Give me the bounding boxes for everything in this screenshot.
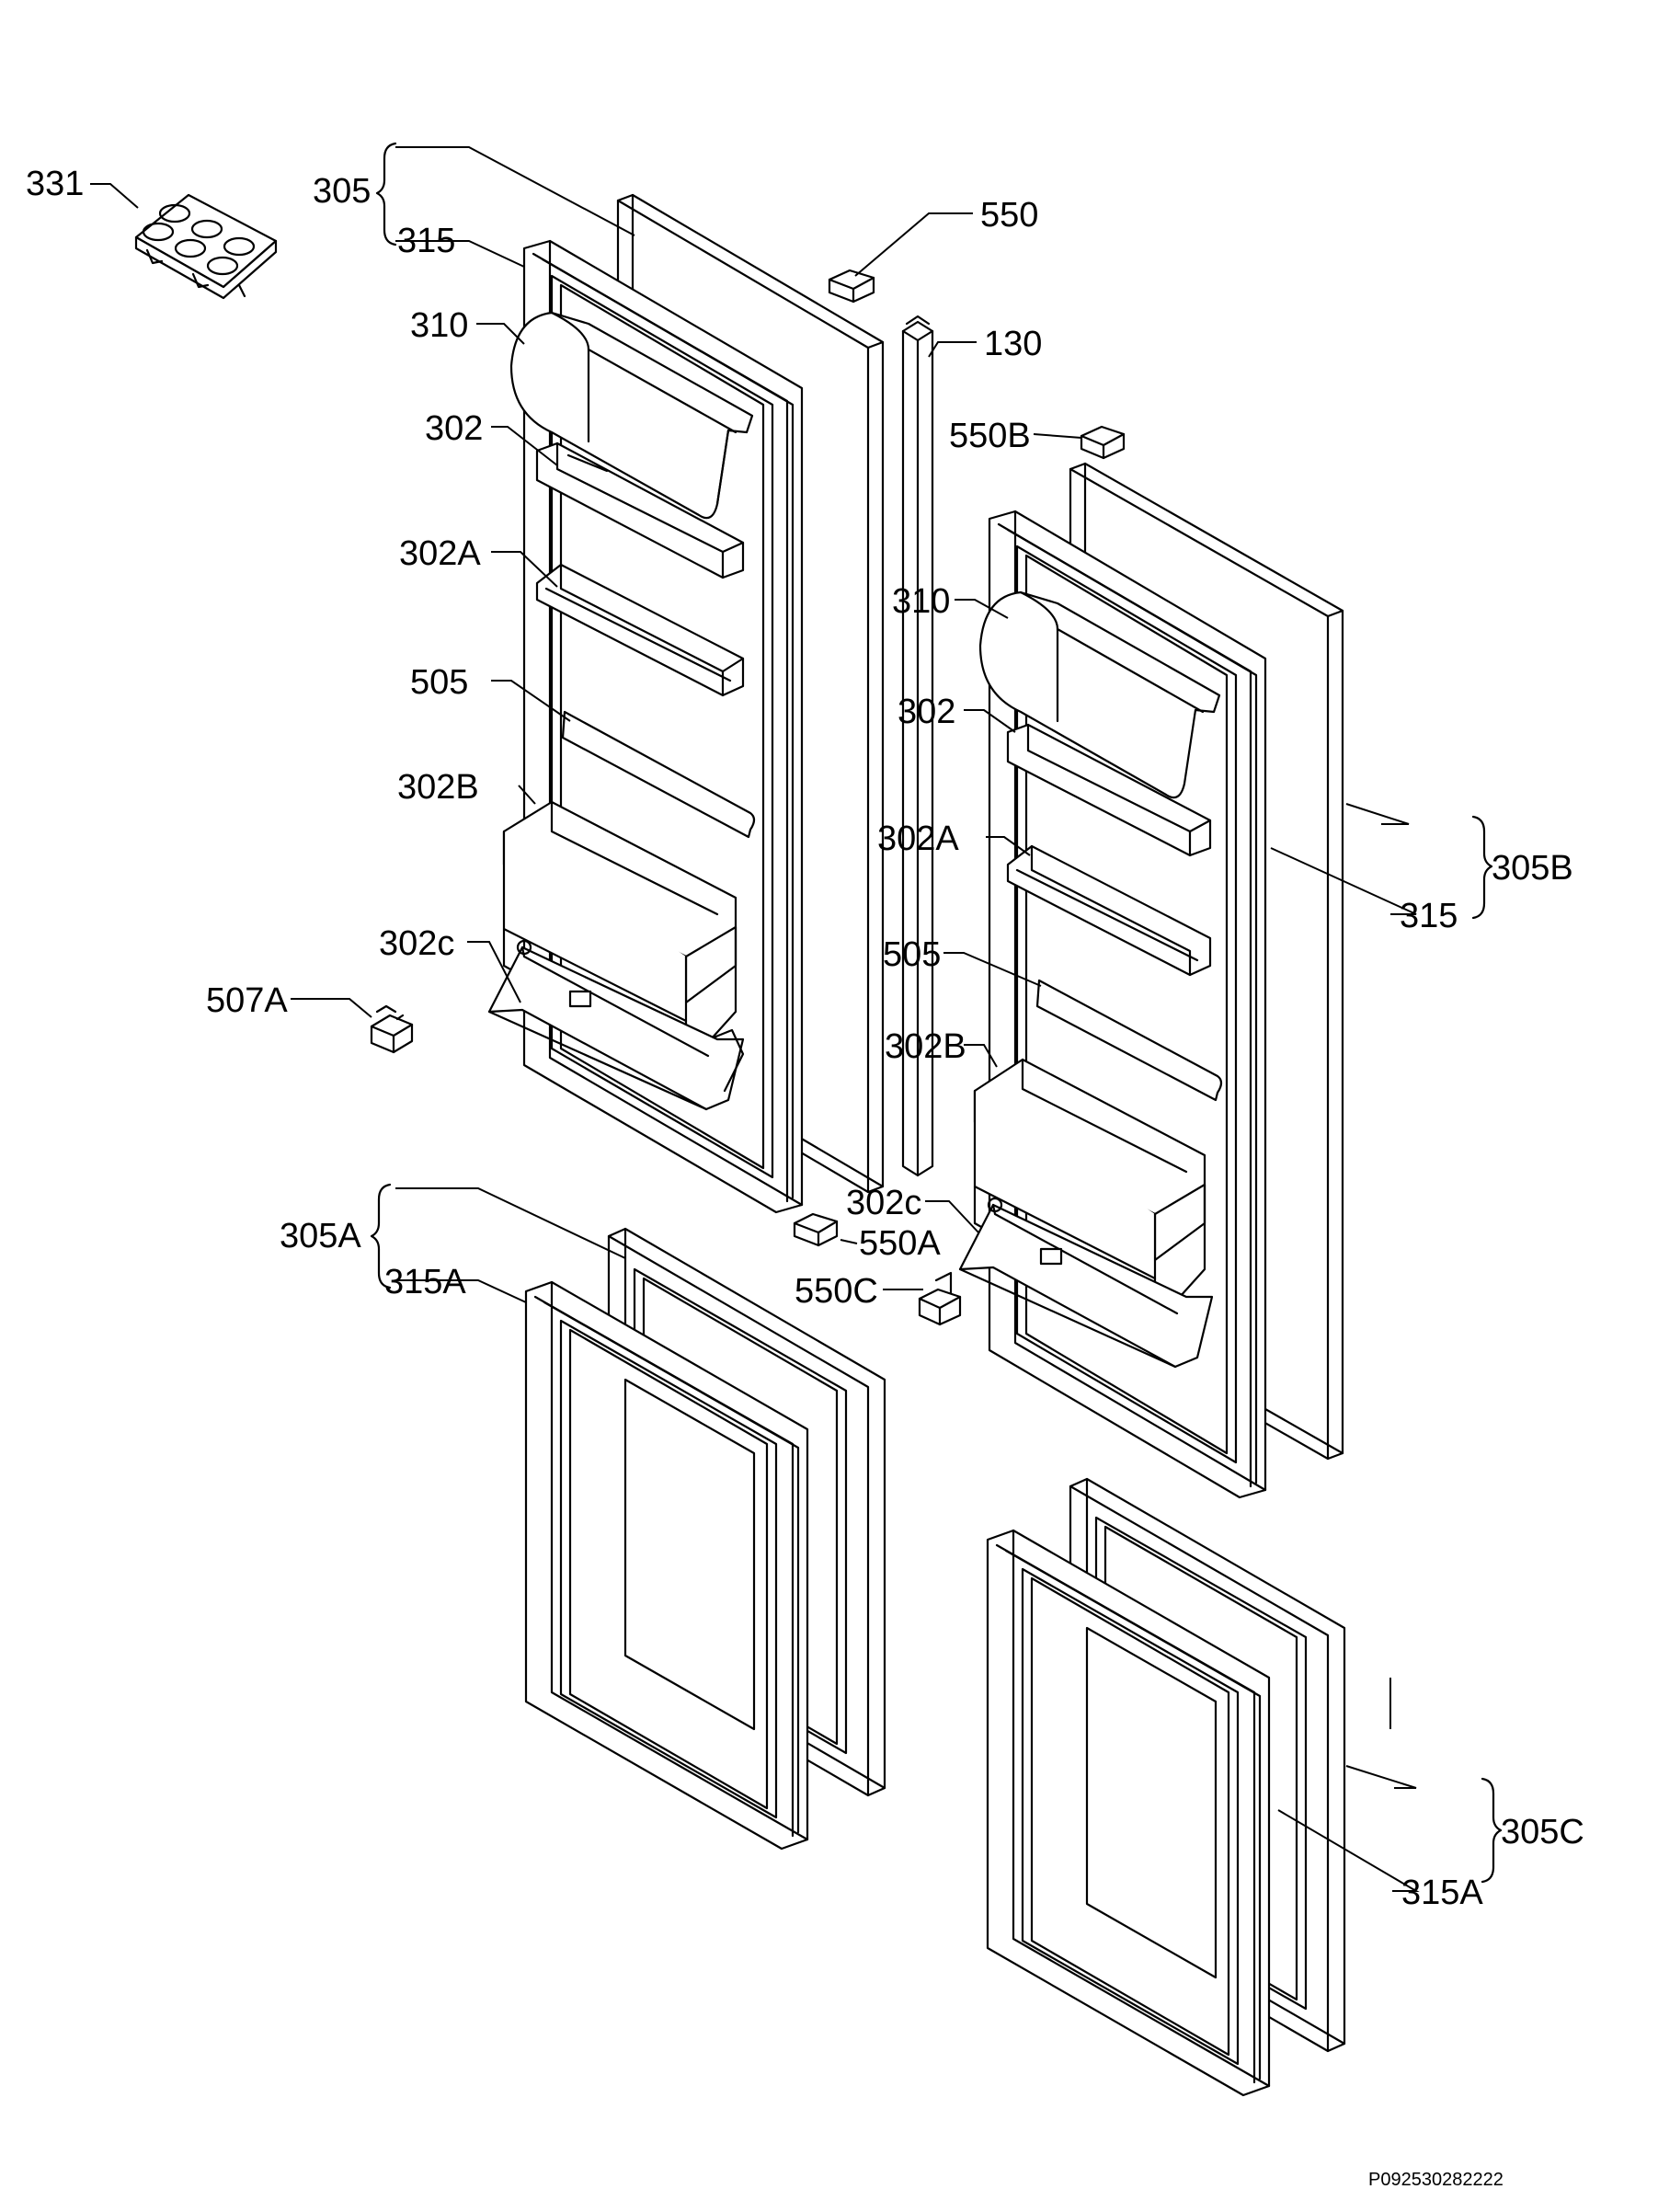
label-315A: 315A	[384, 1263, 466, 1301]
hinge-cap-550	[828, 269, 875, 304]
egg-tray-331	[134, 193, 278, 300]
bracket-305C	[1481, 1777, 1503, 1884]
label-305C: 305C	[1501, 1813, 1584, 1851]
strip-505-right	[1035, 979, 1223, 1102]
label-302B: 302B	[397, 768, 479, 807]
hinge-cap-550C	[918, 1271, 962, 1326]
door-shelf-302A-right	[1006, 844, 1212, 977]
label-315A-right: 315A	[1401, 1874, 1483, 1912]
label-302c-right: 302c	[846, 1184, 921, 1222]
label-550B: 550B	[949, 417, 1031, 455]
label-331: 331	[26, 165, 84, 203]
label-302A-right: 302A	[877, 819, 959, 858]
label-507A: 507A	[206, 981, 288, 1020]
label-315: 315	[397, 222, 455, 260]
label-302: 302	[425, 409, 483, 448]
strip-505	[561, 710, 756, 839]
clip-507A	[370, 1004, 414, 1054]
leader-lines	[90, 146, 1420, 1892]
door-gasket-315A-right	[986, 1529, 1271, 2097]
label-550: 550	[980, 196, 1038, 235]
hinge-cap-550A	[793, 1212, 839, 1247]
drawing-code: P092530282222	[1368, 2170, 1504, 2190]
label-305: 305	[313, 172, 371, 211]
label-315-right: 315	[1400, 897, 1458, 935]
label-550A: 550A	[859, 1224, 941, 1263]
label-302c: 302c	[379, 924, 454, 963]
bracket-305A	[370, 1183, 392, 1289]
label-310: 310	[410, 306, 468, 345]
bracket-305	[375, 142, 397, 246]
hinge-cap-550B	[1080, 425, 1126, 460]
label-305B: 305B	[1492, 849, 1573, 888]
label-550C: 550C	[795, 1272, 878, 1311]
label-505: 505	[410, 663, 468, 702]
door-gasket-315A	[524, 1280, 809, 1851]
label-302B-right: 302B	[885, 1027, 966, 1066]
door-shelf-302A	[535, 563, 745, 697]
callout-labels: 331 305 315 310 302 302A 505 302B 302c 5…	[26, 165, 1584, 2190]
door-shelf-302	[535, 441, 745, 579]
label-302-right: 302	[898, 693, 955, 731]
door-shelf-302-right	[1006, 723, 1212, 857]
dairy-cover-310	[509, 311, 754, 520]
dairy-cover-310-right	[978, 590, 1221, 799]
bracket-305B	[1471, 815, 1493, 920]
label-305A: 305A	[280, 1217, 361, 1255]
label-130: 130	[984, 325, 1042, 363]
bottle-holder-302c-right	[958, 1197, 1214, 1369]
mullion-130	[901, 315, 934, 1177]
label-302A: 302A	[399, 534, 481, 573]
label-505-right: 505	[883, 935, 941, 974]
label-310-right: 310	[892, 582, 950, 621]
bottle-holder-302c	[487, 939, 745, 1111]
